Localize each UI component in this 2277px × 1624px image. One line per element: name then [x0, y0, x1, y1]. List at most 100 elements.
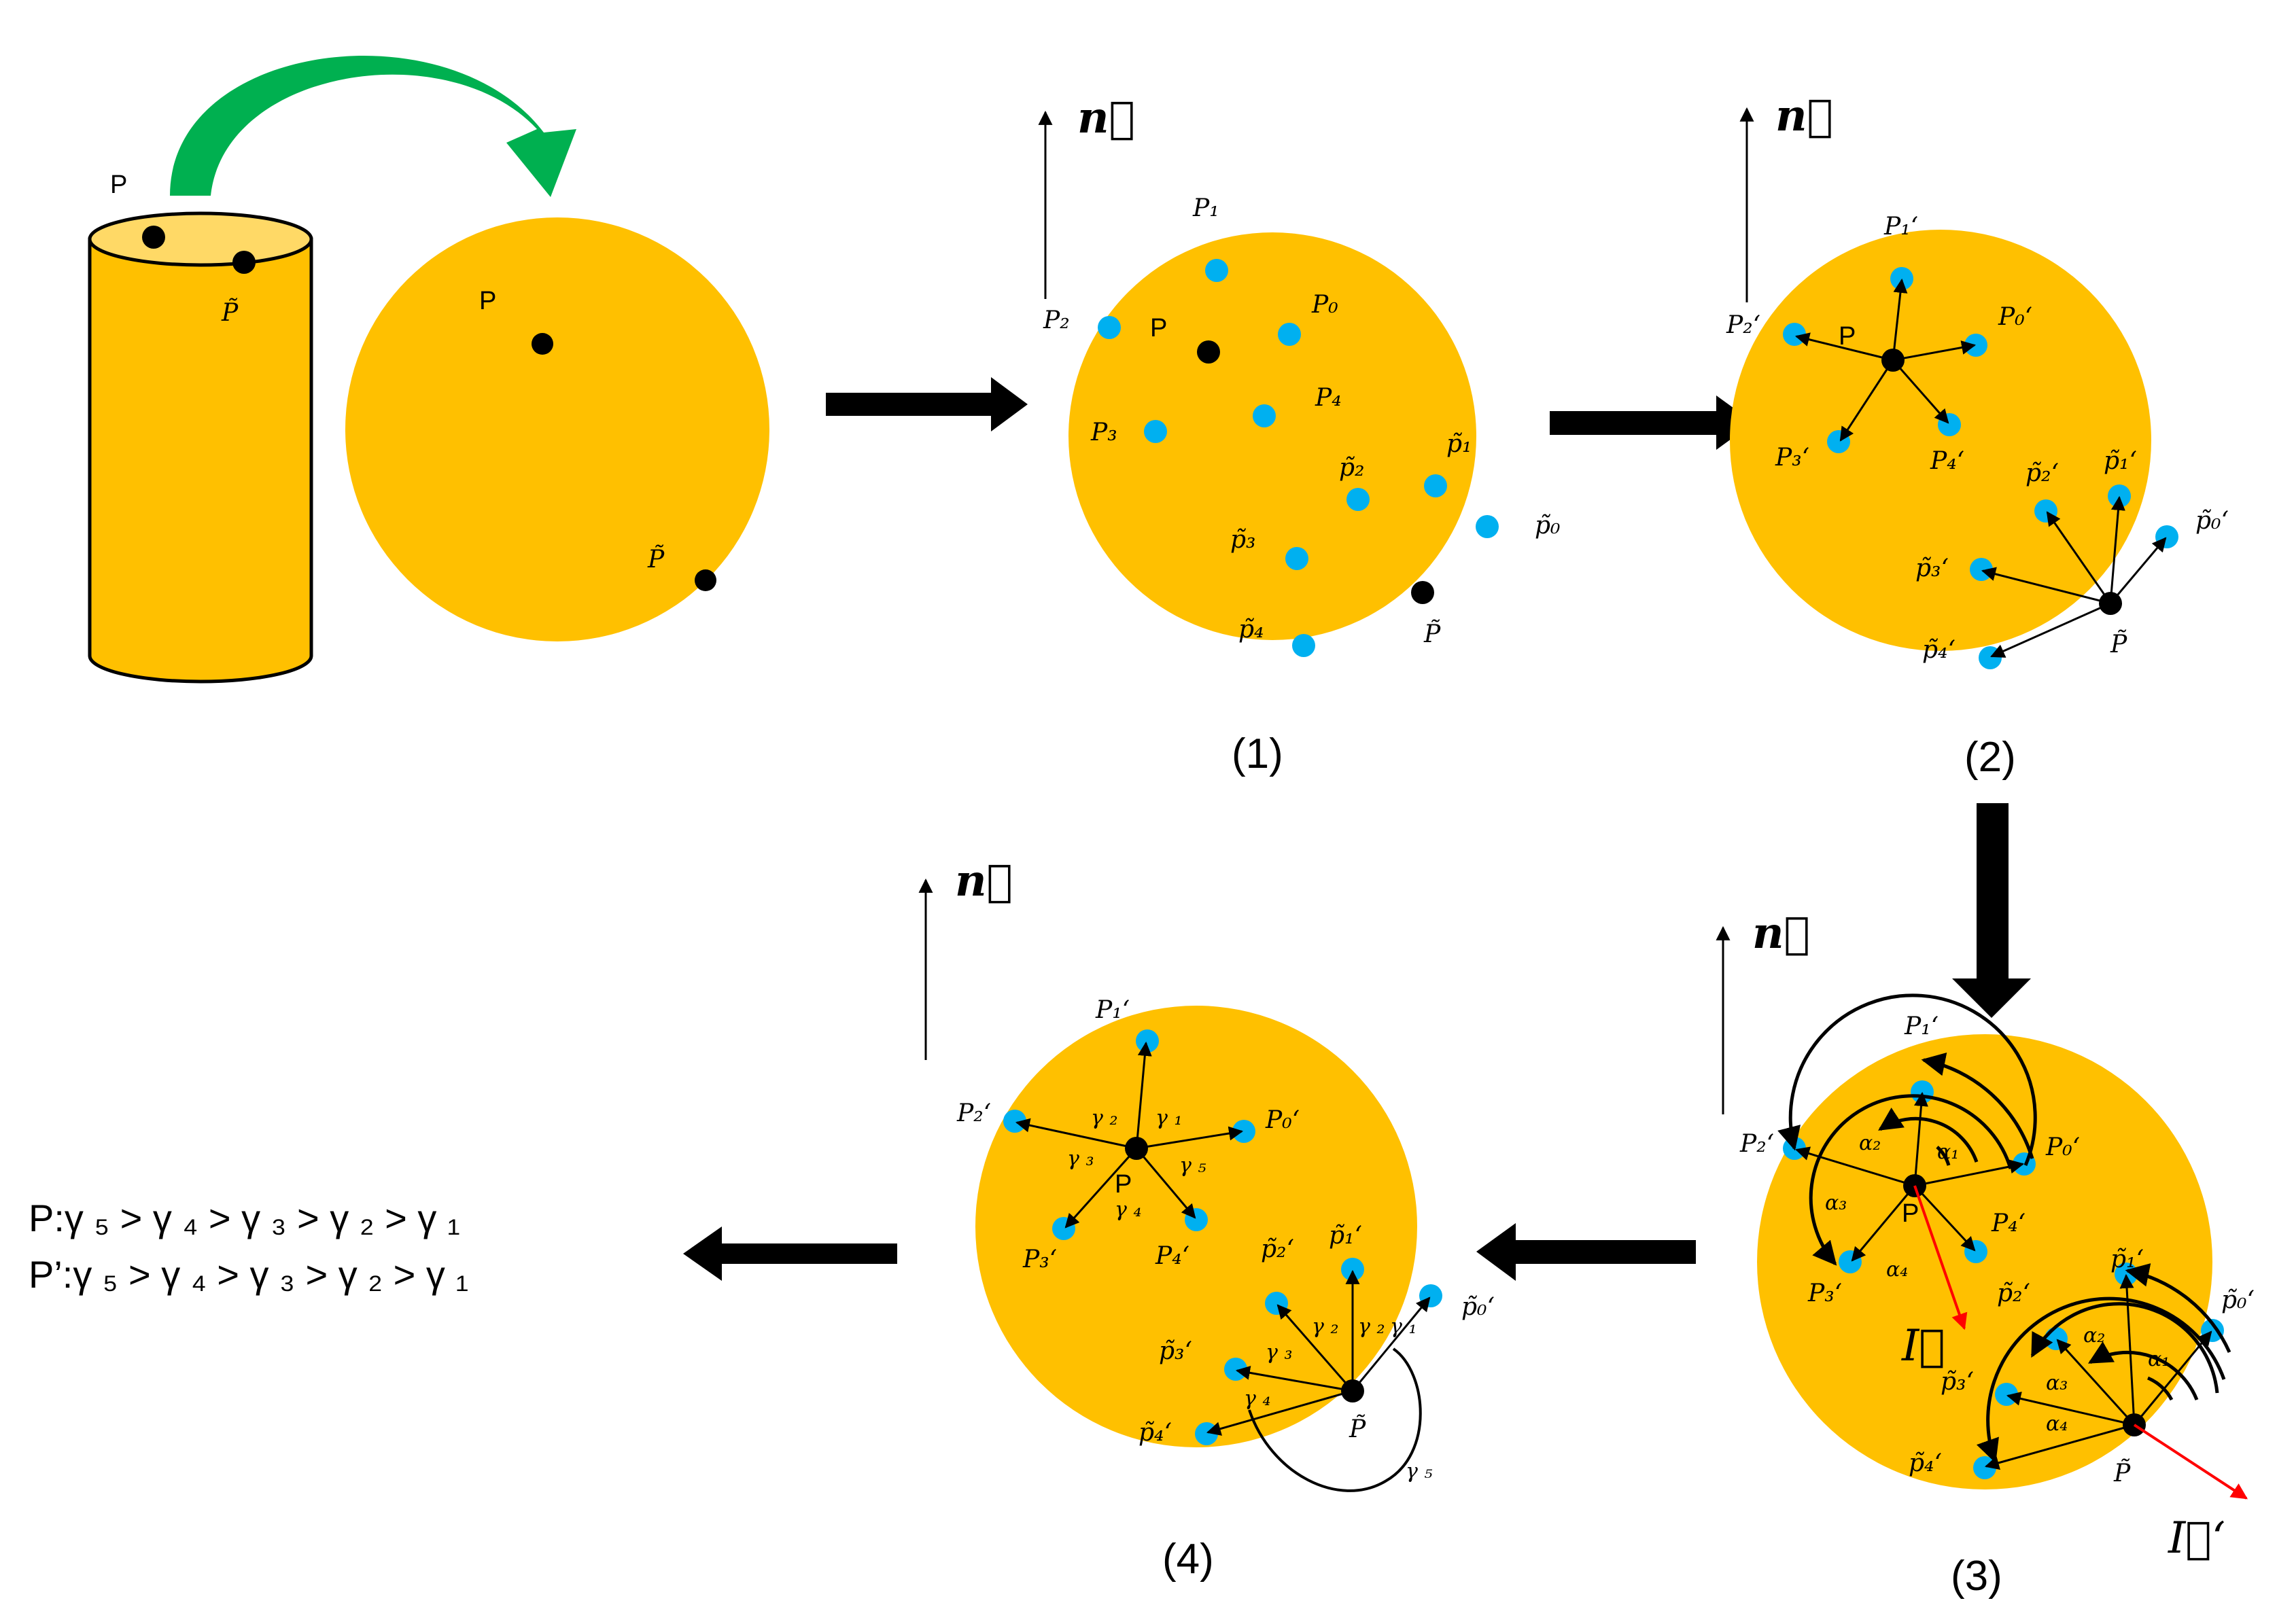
p4-label-p4: P₄‘	[1155, 1242, 1189, 1270]
p4-label-p-tilde: P̃	[1349, 1415, 1366, 1443]
p3-label-q1: p̃₁‘	[2110, 1246, 2144, 1273]
p1-label-q4: p̃₄	[1238, 616, 1264, 643]
p1-label-p0: P₀	[1311, 291, 1338, 319]
p3-label-a1: α₁	[1937, 1140, 1959, 1164]
p4-label-p0: P₀‘	[1265, 1106, 1300, 1134]
p2-label-p1: P₁‘	[1883, 213, 1918, 241]
p3-label-a3: α₃	[1825, 1191, 1847, 1215]
p3-label-p0: P₀‘	[2045, 1133, 2080, 1161]
p3-label-p4: P₄‘	[1991, 1210, 2026, 1237]
panel-1: n⃗ P₁ P₂ P P₀ P₄ P₃ p̃₁ p̃₂ p̃₀ p̃₃ p̃₄ …	[1038, 92, 1560, 777]
arrow-to-panel3	[1952, 803, 2031, 1018]
p3-label-q3: p̃₃‘	[1941, 1368, 1974, 1396]
p3-label-vector-i2: I⃗‘	[2168, 1513, 2225, 1564]
cylinder-label-p: P	[110, 171, 127, 199]
p3-label-a2: α₂	[1859, 1131, 1881, 1155]
caption-2: (2)	[1964, 734, 2016, 781]
p1-label-q2: p̃₂	[1339, 454, 1364, 482]
flat-point-p	[532, 333, 553, 355]
p1-label-q1: p̃₁	[1446, 430, 1472, 458]
p3-label-q4: p̃₄‘	[1909, 1449, 1942, 1477]
flat-point-p-tilde	[695, 569, 716, 591]
p4-label-q2: p̃₂‘	[1261, 1235, 1294, 1263]
p4-label-g2: γ ₂	[1091, 1106, 1118, 1130]
p2-label-p4: P₄‘	[1930, 447, 1964, 475]
arrow-to-panel2	[1550, 395, 1754, 450]
p3-label-vector-i: I⃗	[1901, 1321, 1945, 1371]
p3-label-b1: α₁	[2148, 1347, 2170, 1371]
arrow-to-panel1	[826, 377, 1028, 431]
p1-label-q0: p̃₀	[1535, 512, 1560, 540]
p4-label-q4: p̃₄‘	[1138, 1419, 1172, 1447]
p3-label-p1: P₁‘	[1904, 1012, 1939, 1040]
p3-label-p-tilde: P̃	[2113, 1459, 2131, 1487]
curved-transform-arrow	[170, 56, 576, 198]
p1-label-p4: P₄	[1315, 384, 1342, 412]
p2-label-p: P	[1839, 322, 1856, 351]
p3-label-p2: P₂‘	[1739, 1130, 1774, 1158]
p4-label-g3: γ ₃	[1067, 1147, 1094, 1171]
p2-label-p0: P₀‘	[1998, 303, 2032, 331]
p1-label-p2: P₂	[1043, 306, 1070, 334]
normal-label: n⃗	[1077, 92, 1135, 143]
cylinder-label-p-tilde: P̃	[221, 298, 239, 327]
p3-label-p3: P₃‘	[1807, 1279, 1842, 1307]
p2-label-p2: P₂‘	[1726, 311, 1760, 339]
p4-label-p3: P₃‘	[1022, 1246, 1057, 1273]
flat-label-p-tilde: P̃	[647, 545, 665, 573]
p2-label-q4: p̃₄‘	[1922, 636, 1956, 664]
caption-1: (1)	[1232, 730, 1283, 777]
p2-label-q1: p̃₁‘	[2104, 447, 2137, 475]
normal-label-3: n⃗	[1752, 908, 1810, 959]
normal-label-4: n⃗	[955, 855, 1013, 906]
cylinder-point-p	[142, 226, 165, 249]
p3-label-a4: α₄	[1886, 1258, 1908, 1282]
p2-label-q2: p̃₂‘	[2026, 459, 2059, 487]
p4-label-p1: P₁‘	[1095, 996, 1130, 1024]
p2-label-q3: p̃₃‘	[1915, 554, 1949, 582]
p4-label-g4: γ ₄	[1115, 1198, 1142, 1222]
p4-label-q-g5: γ ₅	[1406, 1460, 1433, 1483]
p4-label-g5: γ ₅	[1179, 1154, 1206, 1178]
p3-label-b2: α₂	[2083, 1324, 2105, 1347]
p4-label-q-g2b: γ ₂	[1358, 1315, 1385, 1339]
panel-4: n⃗ P₁‘ P₂‘ P₀‘ γ ₂ γ ₁ γ ₃ γ ₅ P γ ₄ P₃‘	[918, 855, 1495, 1583]
p4-label-q-g2: γ ₂	[1312, 1315, 1339, 1339]
p3-label-p: P	[1902, 1199, 1919, 1228]
arrow-to-relations	[683, 1226, 897, 1281]
p3-label-b4: α₄	[2046, 1412, 2068, 1436]
p1-label-p: P	[1150, 314, 1167, 342]
relation-line-2: P’:γ ₅ > γ ₄ > γ ₃ > γ ₂ > γ ₁	[29, 1253, 468, 1296]
caption-4: (4)	[1162, 1536, 1214, 1583]
p2-label-p-tilde: P̃	[2110, 630, 2127, 658]
p4-label-g1: γ ₁	[1155, 1106, 1183, 1130]
normal-label-2: n⃗	[1775, 90, 1833, 141]
relation-line-1: P:γ ₅ > γ ₄ > γ ₃ > γ ₂ > γ ₁	[29, 1197, 460, 1239]
p3-label-q0: p̃₀‘	[2221, 1286, 2255, 1314]
p4-label-q1: p̃₁‘	[1329, 1222, 1362, 1250]
p3-label-b3: α₃	[2046, 1371, 2068, 1395]
panel-3: n⃗	[1716, 908, 2255, 1600]
cylinder-point-p-tilde	[232, 251, 256, 274]
p4-label-q-g1: γ ₁	[1390, 1315, 1417, 1339]
p1-label-p3: P₃	[1090, 419, 1117, 446]
p2-label-q0: p̃₀‘	[2195, 507, 2229, 535]
p1-label-p-tilde: P̃	[1423, 620, 1441, 648]
flat-label-p: P	[479, 287, 496, 315]
flattened-disk: P P̃	[345, 217, 769, 641]
panel-2: n⃗ P₁‘ P₂‘ P P₀‘ P₃‘ P₄‘ p̃₂‘ p̃₁‘ p̃₀‘ …	[1726, 90, 2229, 781]
p4-label-p: P	[1115, 1170, 1132, 1199]
p4-label-p2: P₂‘	[956, 1099, 991, 1127]
caption-3: (3)	[1951, 1553, 2002, 1600]
p4-label-q-g3: γ ₃	[1266, 1341, 1293, 1364]
cylinder: P P̃	[88, 171, 313, 684]
p1-label-q3: p̃₃	[1230, 526, 1255, 554]
p4-label-q0: p̃₀‘	[1461, 1293, 1495, 1321]
arrow-to-panel4	[1476, 1223, 1696, 1281]
p2-label-p3: P₃‘	[1775, 444, 1809, 472]
p4-label-q3: p̃₃‘	[1159, 1337, 1192, 1365]
p3-label-q2: p̃₂‘	[1997, 1279, 2030, 1307]
p1-label-p1: P₁	[1192, 194, 1219, 222]
p4-label-q-g4: γ ₄	[1244, 1387, 1271, 1411]
